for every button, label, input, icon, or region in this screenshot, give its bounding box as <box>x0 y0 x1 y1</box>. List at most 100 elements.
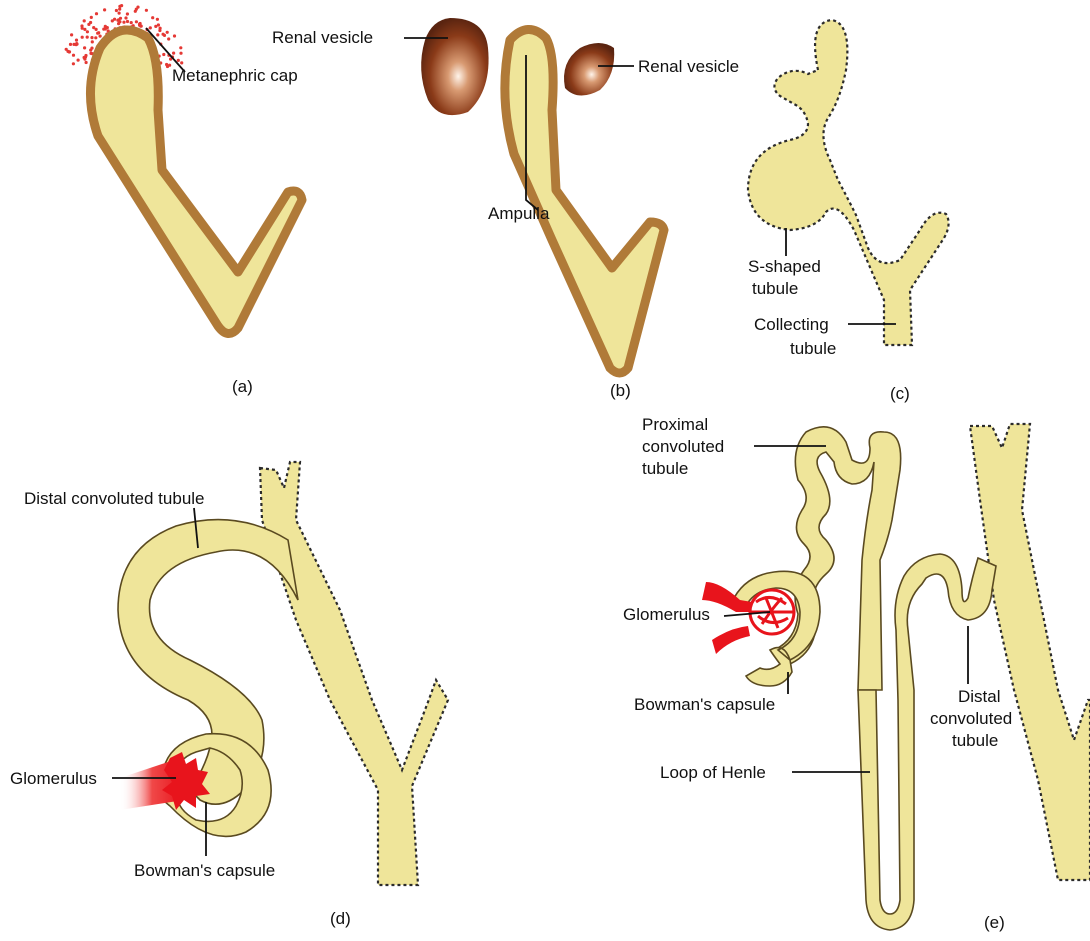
cap-dot <box>86 36 89 39</box>
cap-dot <box>104 27 107 30</box>
cap-dot <box>117 22 120 25</box>
cap-dot <box>139 25 142 28</box>
glomerulus-e-tuft <box>750 590 794 634</box>
cap-dot <box>162 53 165 56</box>
cap-dot <box>75 43 78 46</box>
cap-dot <box>172 52 175 55</box>
cap-dot <box>115 9 118 12</box>
cap-dot <box>72 54 75 57</box>
cap-dot <box>89 52 92 55</box>
glomerulus-e-leader <box>724 612 770 616</box>
panel-c: S-shaped tubule Collecting tubule (c) <box>748 20 949 403</box>
s-shaped-label-1: S-shaped <box>748 257 821 276</box>
cap-dot <box>122 21 125 24</box>
cap-dot <box>168 64 171 67</box>
panel-a: Metanephric cap (a) <box>65 4 302 396</box>
cap-dot <box>179 52 182 55</box>
panel-b-letter: (b) <box>610 381 631 400</box>
glomerulus-label-e: Glomerulus <box>623 605 710 624</box>
cap-dot <box>72 62 75 65</box>
collecting-tubule-label-2: tubule <box>790 339 836 358</box>
cap-dot <box>173 34 176 37</box>
cap-dot <box>92 26 95 29</box>
cap-dot <box>83 58 86 61</box>
cap-dot <box>111 19 114 22</box>
proximal-label-2: convoluted <box>642 437 724 456</box>
metanephric-cap-label: Metanephric cap <box>172 66 298 85</box>
panel-a-letter: (a) <box>232 377 253 396</box>
cap-dot <box>118 12 121 15</box>
panel-d: Distal convoluted tubule Glomerulus Bowm… <box>10 462 448 928</box>
cap-dot <box>130 21 133 24</box>
cap-dot <box>70 33 73 36</box>
ampulla-label: Ampulla <box>488 204 550 223</box>
collecting-duct-d <box>260 462 448 885</box>
cap-dot <box>83 46 86 49</box>
cap-dot <box>94 36 97 39</box>
panel-d-letter: (d) <box>330 909 351 928</box>
cap-dot <box>162 33 165 36</box>
cap-dot <box>97 31 100 34</box>
cap-dot <box>165 63 168 66</box>
cap-dot <box>135 20 138 23</box>
cap-dot <box>151 16 154 19</box>
distal-label-e-2: convoluted <box>930 709 1012 728</box>
cap-dot <box>85 61 88 64</box>
renal-vesicle-right <box>564 43 614 96</box>
collecting-duct-e <box>970 424 1090 880</box>
cap-dot <box>90 16 93 19</box>
cap-dot <box>65 48 68 51</box>
distal-label-e-1: Distal <box>958 687 1001 706</box>
cap-dot <box>166 31 169 34</box>
cap-dot <box>145 9 148 12</box>
distal-s-tubule-d <box>118 520 298 805</box>
cap-dot <box>177 59 180 62</box>
glomerulus-label-d: Glomerulus <box>10 769 97 788</box>
cap-dot <box>87 23 90 26</box>
cap-dot <box>124 16 127 19</box>
cap-dot <box>156 33 159 36</box>
renal-vesicle-left <box>421 18 488 115</box>
cap-dot <box>157 23 160 26</box>
panel-e-letter: (e) <box>984 913 1005 932</box>
cap-dot <box>69 43 72 46</box>
cap-dot <box>83 28 86 31</box>
loop-label: Loop of Henle <box>660 763 766 782</box>
renal-vesicle-left-label: Renal vesicle <box>272 28 373 47</box>
renal-vesicle-right-label: Renal vesicle <box>638 57 739 76</box>
cap-dot <box>90 47 93 50</box>
cap-dot <box>126 20 129 23</box>
cap-dot <box>90 36 93 39</box>
bowman-label-d: Bowman's capsule <box>134 861 275 880</box>
bowman-label-e: Bowman's capsule <box>634 695 775 714</box>
cap-dot <box>68 50 71 53</box>
cap-dot <box>91 40 94 43</box>
cap-dot <box>158 29 161 32</box>
cap-dot <box>136 6 139 9</box>
cap-dot <box>77 59 80 62</box>
cap-dot <box>120 4 123 7</box>
panel-e: Proximal convoluted tubule Glomerulus Bo… <box>623 415 1090 932</box>
cap-dot <box>180 61 183 64</box>
cap-dot <box>95 12 98 15</box>
cap-dot <box>156 18 159 21</box>
proximal-label-1: Proximal <box>642 415 708 434</box>
cap-dot <box>179 46 182 49</box>
cap-dot <box>149 26 152 29</box>
cap-dot <box>99 35 102 38</box>
panel-c-letter: (c) <box>890 384 910 403</box>
distal-label-e-3: tubule <box>952 731 998 750</box>
cap-dot <box>81 36 84 39</box>
cap-dot <box>167 37 170 40</box>
cap-dot <box>119 17 122 20</box>
cap-dot <box>103 8 106 11</box>
proximal-label-3: tubule <box>642 459 688 478</box>
cap-dot <box>83 19 86 22</box>
s-shaped-label-2: tubule <box>752 279 798 298</box>
panel-b: Renal vesicle Renal vesicle Ampulla (b) <box>272 18 739 400</box>
cap-dot <box>86 30 89 33</box>
cap-dot <box>75 39 78 42</box>
collecting-tubule-label-1: Collecting <box>754 315 829 334</box>
distal-label-d: Distal convoluted tubule <box>24 489 205 508</box>
